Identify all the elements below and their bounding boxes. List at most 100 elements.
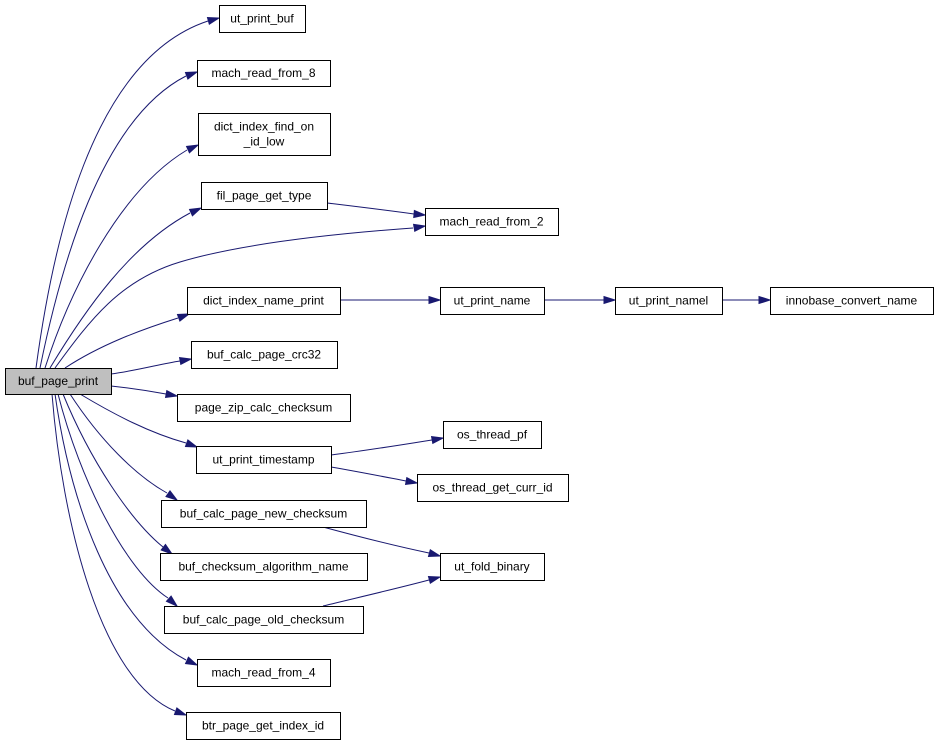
node-label: dict_index_name_print (203, 294, 324, 308)
node-label: buf_page_print (18, 374, 99, 388)
node-box (187, 287, 341, 315)
node-box (186, 712, 341, 740)
node-mach_read_from_4[interactable]: mach_read_from_4 (197, 659, 331, 687)
edge-line (69, 393, 168, 494)
node-box (160, 553, 368, 581)
node-buf_checksum_algorithm_name[interactable]: buf_checksum_algorithm_name (160, 553, 368, 581)
node-page_zip_calc_checksum[interactable]: page_zip_calc_checksum (177, 394, 351, 422)
node-label: ut_print_buf (230, 12, 294, 26)
node-label: dict_index_find_on (214, 120, 314, 134)
node-label: _id_low (243, 135, 285, 149)
arrowhead-icon (176, 313, 191, 322)
edge-buf_page_print-to-mach_read_from_4 (54, 393, 199, 666)
arrowhead-icon (404, 476, 419, 486)
edge-buf_page_print-to-buf_calc_page_crc32 (110, 356, 193, 375)
node-dict_index_find_on_id_low[interactable]: dict_index_find_on_id_low (198, 113, 331, 156)
node-label: mach_read_from_4 (211, 666, 315, 680)
node-os_thread_pf[interactable]: os_thread_pf (443, 421, 542, 449)
arrowhead-icon (185, 144, 200, 154)
node-ut_print_name[interactable]: ut_print_name (440, 287, 545, 315)
edge-buf_page_print-to-mach_read_from_8 (39, 71, 199, 369)
arrowhead-icon (184, 71, 199, 80)
edge-line (330, 466, 407, 482)
edge-buf_page_print-to-buf_calc_page_old_checksum (57, 393, 179, 608)
edge-line (64, 317, 179, 369)
edge-line (54, 227, 414, 369)
node-label: ut_fold_binary (454, 560, 529, 574)
node-box (198, 113, 331, 156)
edge-line (51, 393, 176, 712)
node-mach_read_from_8[interactable]: mach_read_from_8 (197, 60, 331, 87)
arrowhead-icon (603, 295, 617, 305)
edge-ut_print_timestamp-to-os_thread_pf (330, 435, 445, 456)
edge-ut_print_namel-to-innobase_convert_name (722, 295, 772, 305)
node-btr_page_get_index_id[interactable]: btr_page_get_index_id (186, 712, 341, 740)
edge-line (44, 149, 188, 369)
node-buf_calc_page_crc32[interactable]: buf_calc_page_crc32 (191, 341, 338, 369)
arrowhead-icon (758, 295, 772, 305)
node-box (197, 60, 331, 87)
node-fil_page_get_type[interactable]: fil_page_get_type (201, 182, 328, 210)
edge-line (57, 393, 169, 599)
node-label: page_zip_calc_checksum (195, 401, 332, 415)
node-buf_calc_page_new_checksum[interactable]: buf_calc_page_new_checksum (161, 500, 367, 528)
node-innobase_convert_name[interactable]: innobase_convert_name (770, 287, 934, 315)
edge-line (62, 393, 164, 548)
node-box (196, 446, 332, 474)
node-box (440, 287, 545, 315)
arrowhead-icon (165, 595, 179, 608)
arrowhead-icon (430, 435, 445, 445)
edge-buf_page_print-to-ut_print_buf (35, 16, 221, 369)
node-box (5, 368, 112, 395)
node-label: mach_read_from_2 (439, 215, 543, 229)
arrowhead-icon (165, 489, 179, 501)
nodes-layer: buf_page_print ut_print_buf mach_read_from… (5, 5, 934, 740)
arrowhead-icon (427, 548, 442, 558)
node-os_thread_get_curr_id[interactable]: os_thread_get_curr_id (417, 474, 569, 502)
arrowhead-icon (184, 656, 199, 666)
node-label: os_thread_get_curr_id (432, 481, 552, 495)
node-box (161, 500, 367, 528)
edge-line (322, 579, 430, 607)
node-box (615, 287, 723, 315)
node-ut_print_namel[interactable]: ut_print_namel (615, 287, 723, 315)
edge-buf_calc_page_old_checksum-to-ut_fold_binary (322, 575, 442, 607)
arrowhead-icon (413, 209, 427, 219)
edge-buf_page_print-to-fil_page_get_type (49, 207, 203, 369)
node-label: ut_print_namel (629, 294, 708, 308)
node-buf_calc_page_old_checksum[interactable]: buf_calc_page_old_checksum (164, 606, 364, 634)
node-ut_print_buf[interactable]: ut_print_buf (219, 5, 306, 33)
arrowhead-icon (184, 439, 199, 448)
node-label: buf_calc_page_old_checksum (183, 613, 344, 627)
node-box (201, 182, 328, 210)
node-label: mach_read_from_8 (211, 66, 315, 80)
edge-buf_page_print-to-dict_index_find_on_id_low (44, 144, 200, 369)
node-buf_page_print[interactable]: buf_page_print (5, 368, 112, 395)
node-label: innobase_convert_name (786, 294, 918, 308)
node-label: ut_print_name (454, 294, 531, 308)
arrowhead-icon (173, 707, 188, 716)
arrowhead-icon (178, 356, 193, 366)
edge-buf_page_print-to-dict_index_name_print (64, 313, 191, 369)
node-dict_index_name_print[interactable]: dict_index_name_print (187, 287, 341, 315)
arrowhead-icon (427, 575, 442, 585)
edge-buf_page_print-to-ut_print_timestamp (79, 393, 199, 448)
arrowhead-icon (164, 389, 179, 399)
node-label: buf_calc_page_new_checksum (180, 507, 347, 521)
node-label: buf_calc_page_crc32 (207, 348, 321, 362)
node-label: fil_page_get_type (217, 189, 312, 203)
node-label: btr_page_get_index_id (202, 719, 324, 733)
node-box (177, 394, 351, 422)
node-label: buf_checksum_algorithm_name (178, 560, 348, 574)
node-ut_fold_binary[interactable]: ut_fold_binary (440, 553, 545, 581)
edge-ut_print_name-to-ut_print_namel (544, 295, 617, 305)
node-box (191, 341, 338, 369)
node-mach_read_from_2[interactable]: mach_read_from_2 (425, 208, 559, 236)
edge-line (110, 385, 167, 395)
edge-buf_page_print-to-mach_read_from_2 (54, 223, 427, 369)
edge-line (54, 393, 187, 661)
edge-line (322, 526, 430, 554)
edge-line (49, 212, 191, 369)
node-box (164, 606, 364, 634)
node-ut_print_timestamp[interactable]: ut_print_timestamp (196, 446, 332, 474)
